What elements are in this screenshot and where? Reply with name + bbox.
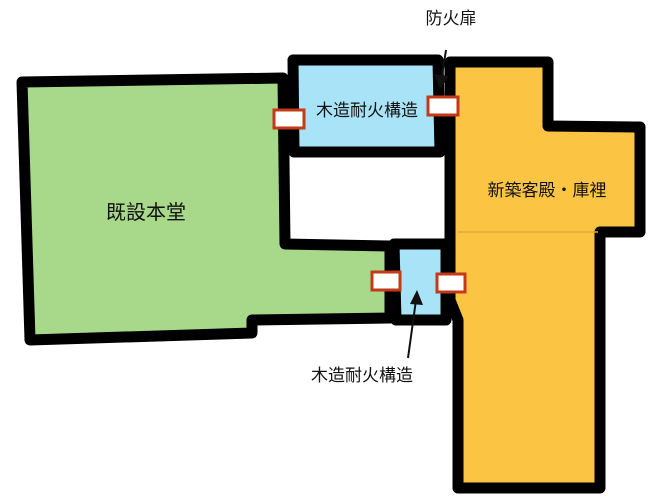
connector-arrow-head xyxy=(410,290,423,305)
fire-door-label: 防火扉 xyxy=(426,9,477,29)
new-building-area xyxy=(444,56,646,494)
fire-door-lower-right xyxy=(435,272,467,294)
main-hall-area xyxy=(16,72,396,346)
new-building-label: 新築客殿・庫裡 xyxy=(488,181,607,201)
connector-arrow-line xyxy=(407,299,417,359)
upper-connector-label: 木造耐火構造 xyxy=(316,101,418,121)
fire-door-upper-left xyxy=(272,108,306,130)
fire-door-upper-right xyxy=(426,95,460,117)
main-hall-label: 既設本堂 xyxy=(106,200,186,224)
fire-door-lower-left xyxy=(370,270,402,292)
lower-connector-label: 木造耐火構造 xyxy=(311,366,413,386)
fire-door-arrow-head xyxy=(434,74,449,89)
lower-connector-area xyxy=(388,238,452,326)
